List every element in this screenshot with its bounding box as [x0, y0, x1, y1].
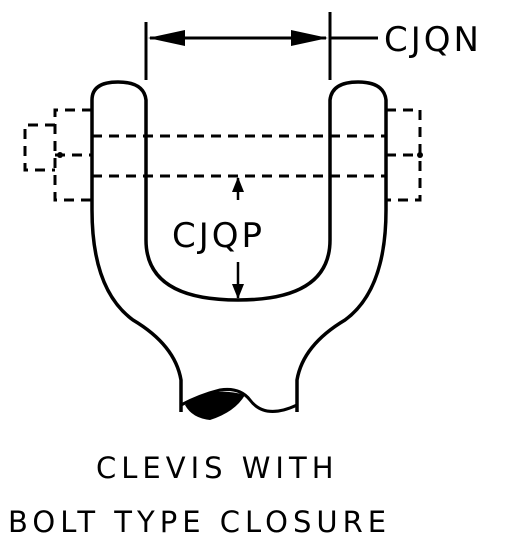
- weld-bead: [185, 391, 245, 420]
- width-dimension-label: CJQN: [384, 20, 482, 60]
- bolt-end-dot-right: [417, 152, 423, 158]
- bolt-end-dot-left: [57, 152, 63, 158]
- caption-line-2: BOLT TYPE CLOSURE: [8, 505, 391, 539]
- width-dimension: [144, 12, 378, 80]
- depth-dimension-label: CJQP: [172, 216, 265, 256]
- bolt-hidden-lines: [23, 108, 422, 202]
- depth-dimension: [232, 177, 244, 299]
- clevis-outline: [90, 80, 388, 412]
- caption-line-1: CLEVIS WITH: [96, 451, 339, 485]
